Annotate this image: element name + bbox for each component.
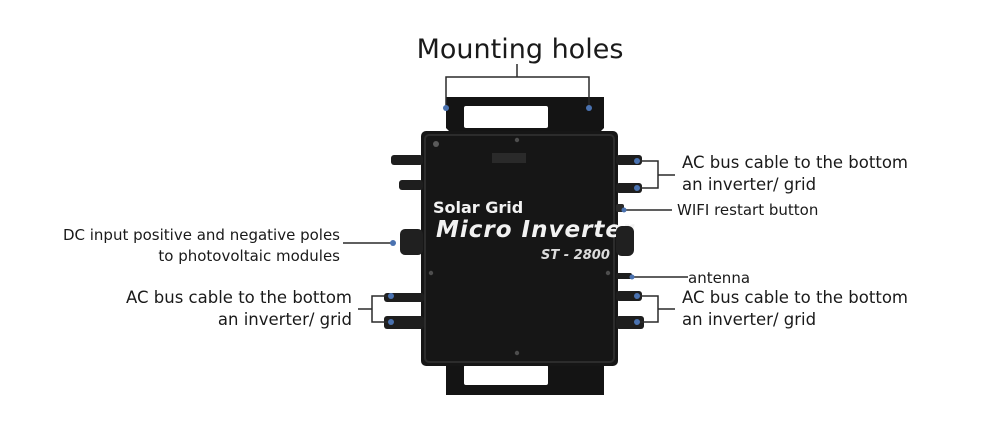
ac-top-right-line1: AC bus cable to the bottom [682,153,908,172]
ac-bottom-left-line1: AC bus cable to the bottom [126,288,352,307]
leader-endpoints [388,105,640,325]
wifi-label: WIFI restart button [677,201,819,219]
inverter-case [421,131,618,366]
screw [433,141,439,147]
dc-input-line2: to photovoltaic modules [158,247,340,265]
bottom-bracket-slot [464,365,548,385]
ac-top-right-line2: an inverter/ grid [682,175,817,194]
ac-bottom-right-line1: AC bus cable to the bottom [682,288,908,307]
leader-dot [634,158,640,164]
leader-dot [634,185,640,191]
screw [605,270,611,276]
dc-input-label: DC input positive and negative poles to … [63,225,340,267]
ac-bottom-right-line2: an inverter/ grid [682,310,817,329]
leader-dot [388,319,394,325]
dc-input-line1: DC input positive and negative poles [62,226,340,244]
model-number: ST - 2800 [541,248,610,263]
left-connector [384,316,424,329]
leader-dot [634,319,640,325]
leader-dot [586,105,592,111]
ac-top-right-label: AC bus cable to the bottom an inverter/ … [682,152,908,196]
screw [428,270,434,276]
ac-bottom-left-label: AC bus cable to the bottom an inverter/ … [126,287,352,331]
leader-dot [629,274,635,280]
left-connector [399,180,423,190]
leader-dot [388,293,394,299]
left-connector [391,155,423,165]
ac-bottom-left-line2: an inverter/ grid [217,310,352,329]
rating-label [492,153,526,163]
leader-dot [390,240,396,246]
inverter-device: Solar Grid Micro Inverter ST - 2800 [384,97,644,395]
screw [514,350,520,356]
antenna [616,273,632,279]
leader-dot [634,293,640,299]
antenna-label: antenna [688,269,751,287]
screw [514,137,520,143]
top-bracket-slot [464,106,548,128]
brand-line2: Micro Inverter [436,217,635,243]
case-bevel [424,134,615,363]
mounting-holes-label: Mounting holes [416,34,624,65]
leader-lines [343,64,688,323]
right-side-cap [616,226,634,256]
left-connector [384,293,424,302]
ac-bottom-right-label: AC bus cable to the bottom an inverter/ … [682,287,908,331]
brand-line1: Solar Grid [433,198,523,217]
dc-input-connector [400,229,423,255]
leader-dot [621,207,627,213]
leader-dot [443,105,449,111]
